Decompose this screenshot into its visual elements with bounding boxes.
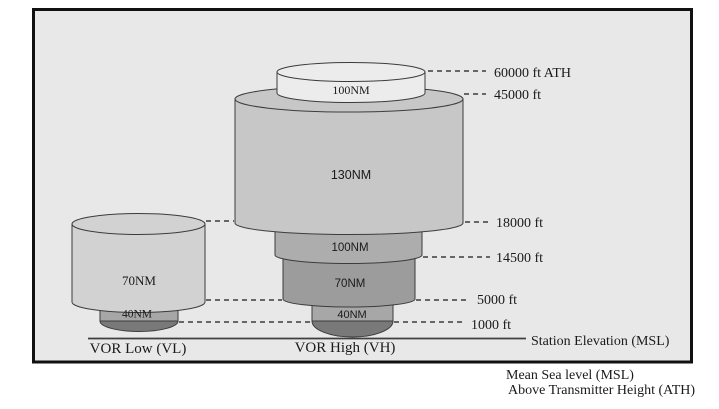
vor-high-100nm-tier <box>274 226 423 264</box>
vor-high-130nm-cylinder <box>234 98 464 235</box>
vor-low-70nm-cylinder <box>71 223 206 313</box>
label-14500ft: 14500 ft <box>496 251 543 266</box>
vor-high-tier-70nm-label: 70NM <box>335 278 366 290</box>
vor-high-tier-40nm-label: 40NM <box>337 309 366 321</box>
altitude-labels: 60000 ft ATH 45000 ft 18000 ft 14500 ft … <box>471 66 670 349</box>
vor-low-cylinder-top-ellipse <box>71 213 206 235</box>
vor-low-base-dome <box>99 320 179 332</box>
vor-high-volume: 100NM 130NM 100NM 70NM 40NM VOR High (VH… <box>234 62 464 356</box>
vor-high-disc-top-ellipse <box>276 62 426 82</box>
altitude-callout-lines <box>88 70 526 340</box>
station-elevation-label: Station Elevation (MSL) <box>531 334 670 349</box>
vor-low-70nm-label: 70NM <box>122 273 156 288</box>
vor-high-130nm-label: 130NM <box>331 168 371 182</box>
abbreviation-legend: Mean Sea level (MSL) Above Transmitter H… <box>506 368 695 398</box>
legend-ath: Above Transmitter Height (ATH) <box>508 383 695 398</box>
vor-low-name-label: VOR Low (VL) <box>90 341 187 357</box>
label-1000ft: 1000 ft <box>471 318 511 333</box>
label-5000ft: 5000 ft <box>477 293 517 308</box>
label-18000ft: 18000 ft <box>496 216 543 231</box>
vor-high-disc-100nm-label: 100NM <box>332 83 370 97</box>
vor-high-base-dome <box>311 320 394 338</box>
label-45000ft: 45000 ft <box>494 88 541 103</box>
vor-high-70nm-tier <box>282 251 416 308</box>
vor-high-name-label: VOR High (VH) <box>295 340 396 356</box>
vor-low-40nm-label: 40NM <box>122 309 152 321</box>
label-60000ft-ath: 60000 ft ATH <box>494 66 571 81</box>
vor-low-volume: 70NM 40NM VOR Low (VL) <box>71 213 206 357</box>
legend-msl: Mean Sea level (MSL) <box>506 368 634 383</box>
vor-high-tier-100nm-label: 100NM <box>331 242 368 254</box>
